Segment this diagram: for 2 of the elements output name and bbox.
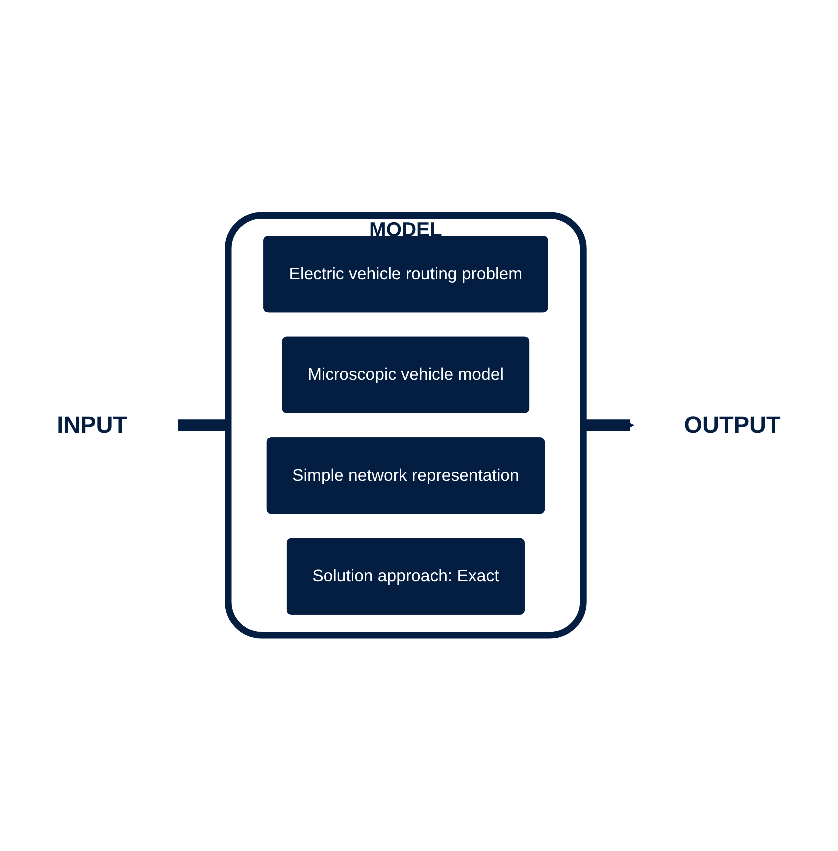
node-text: INPUT <box>57 412 128 438</box>
node-text: OUTPUT <box>684 412 781 438</box>
